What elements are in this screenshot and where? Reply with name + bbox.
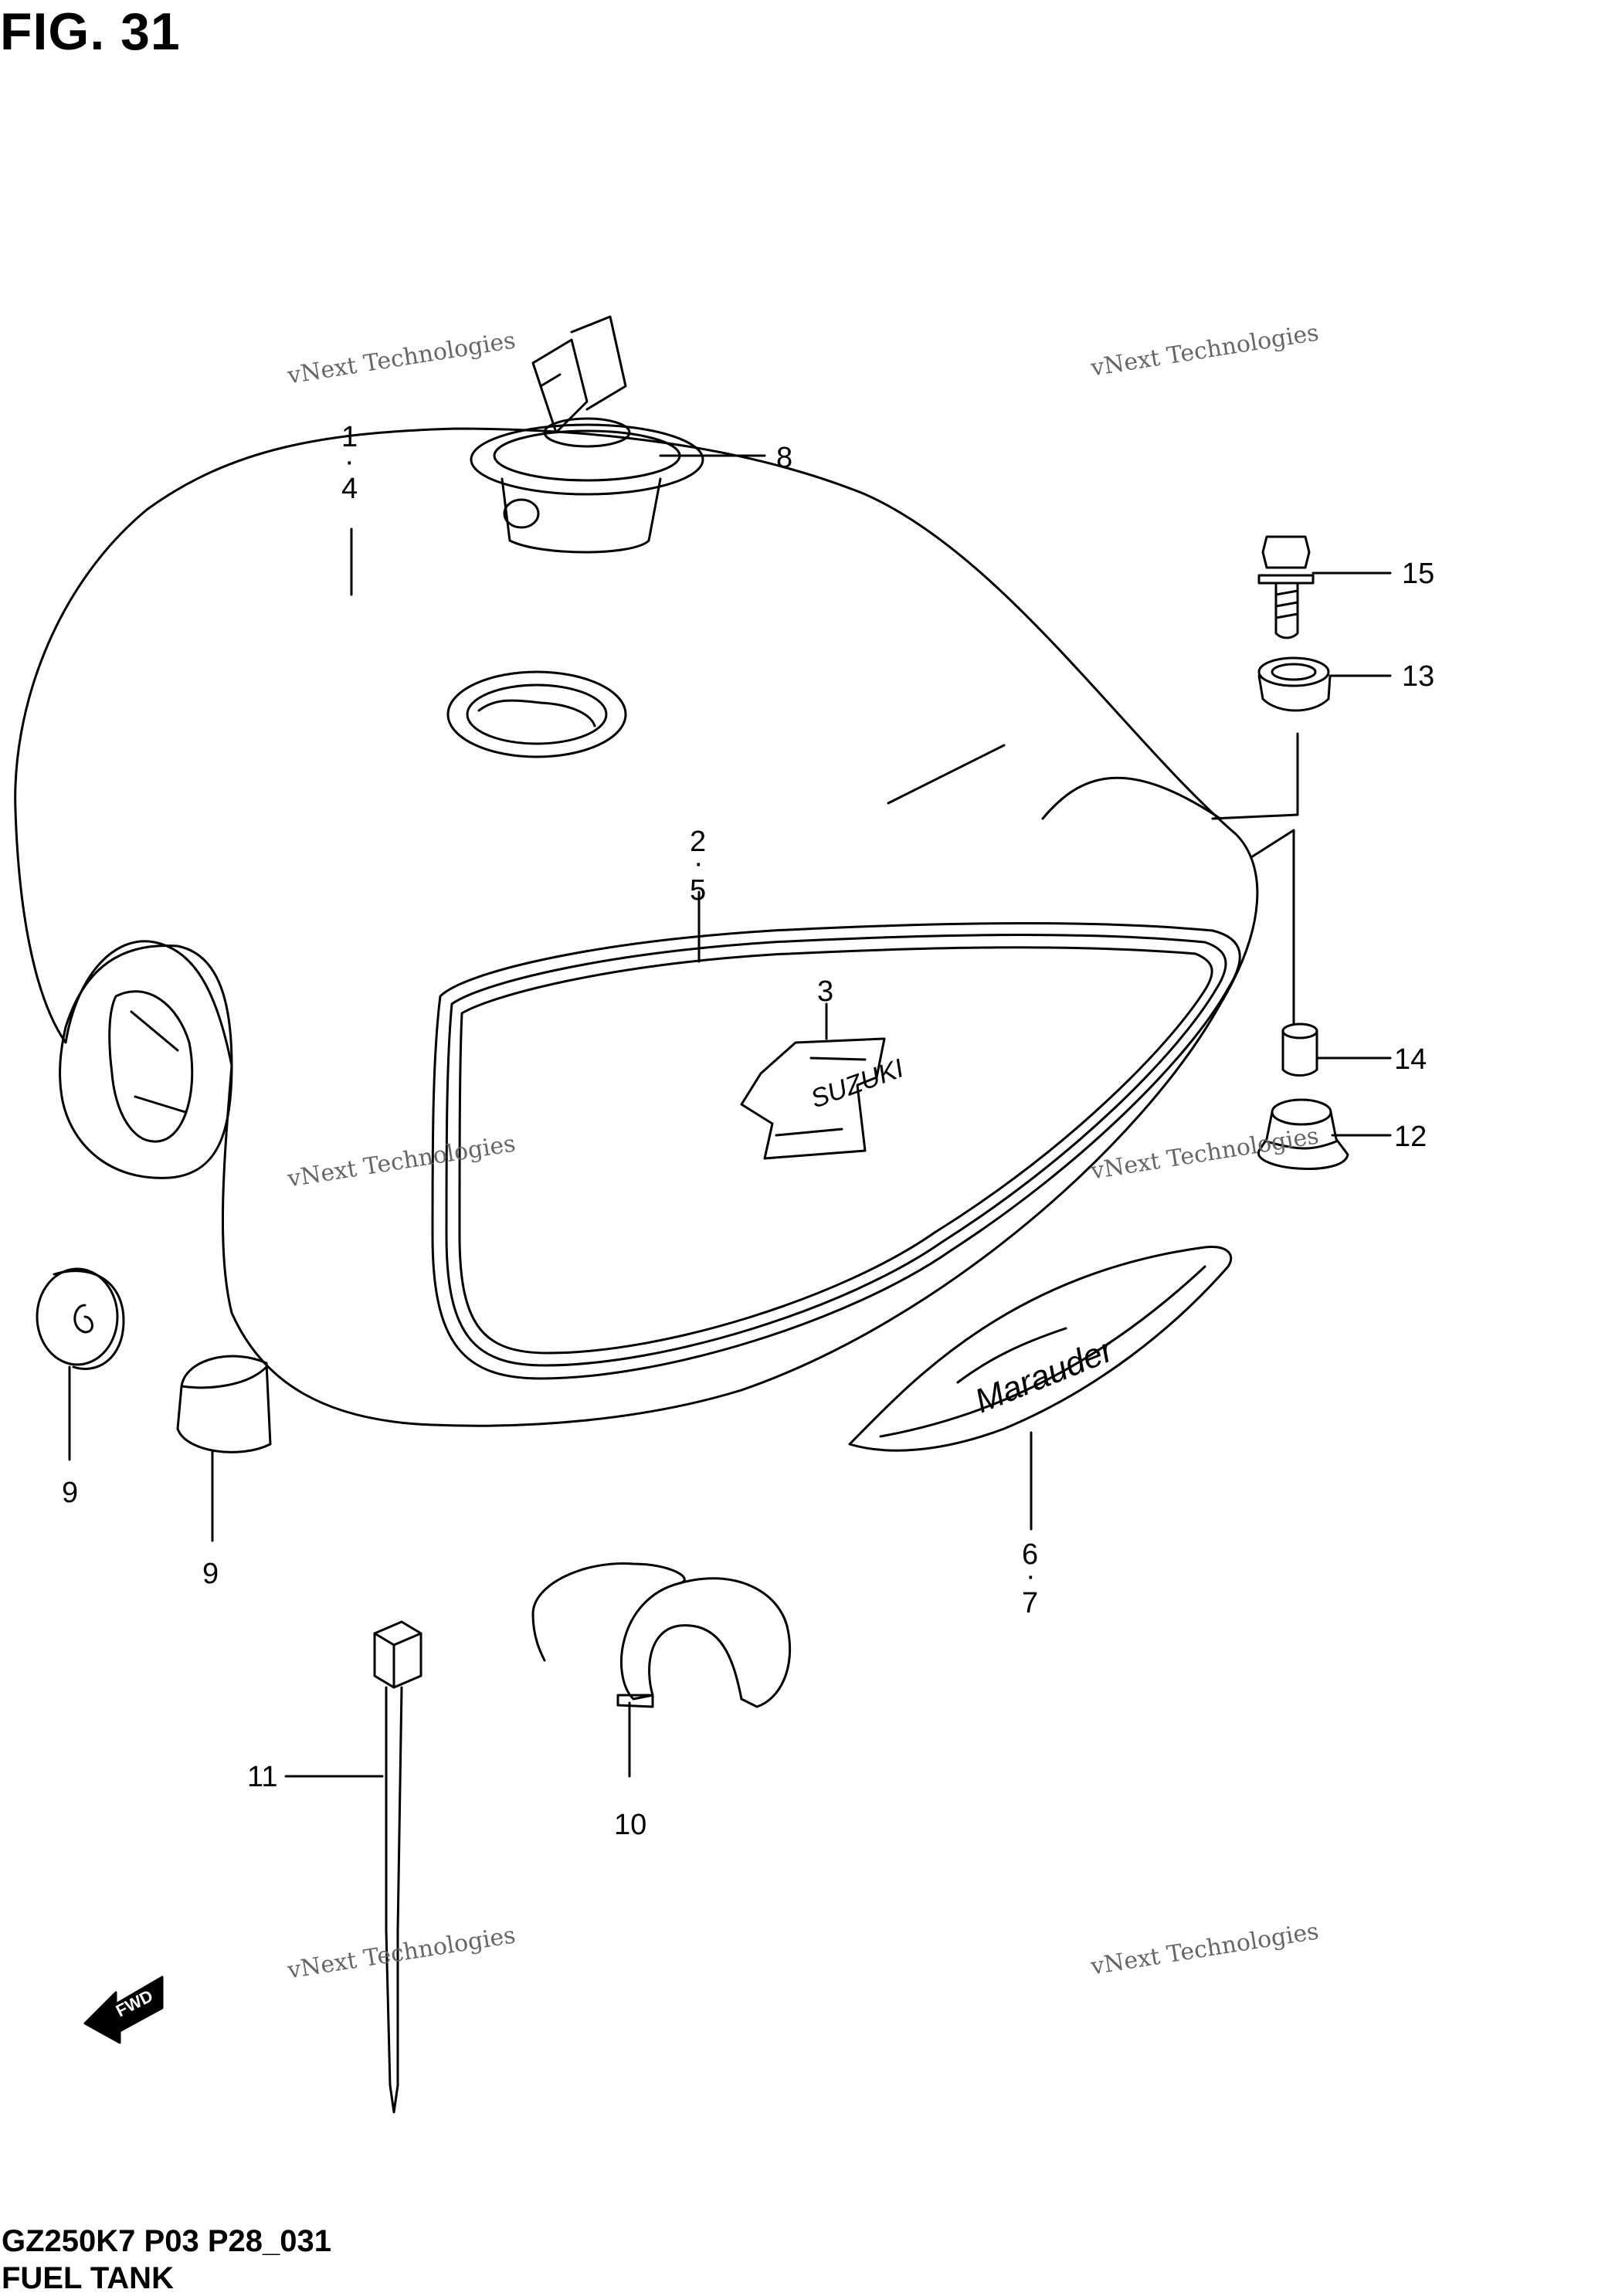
callout-5: 5 <box>690 874 706 907</box>
spacer-collar <box>1281 1023 1318 1077</box>
callout-11: 11 <box>247 1761 277 1793</box>
callout-6: 6 <box>1022 1538 1038 1571</box>
callout-8: 8 <box>776 442 792 474</box>
callout-12: 12 <box>1394 1121 1427 1153</box>
callout-7: 7 <box>1022 1587 1038 1619</box>
callout-15: 15 <box>1402 558 1434 590</box>
callout-labels: 1 · 4 8 15 13 2 · 5 3 14 12 9 9 6 · 7 11… <box>62 421 1434 1841</box>
diagram-subtitle: FUEL TANK <box>2 2261 174 2295</box>
fwd-arrow-icon: FWD <box>83 1976 164 2044</box>
callout-1: 1 <box>341 421 358 453</box>
callout-14: 14 <box>1394 1043 1427 1076</box>
callout-10: 10 <box>614 1809 646 1841</box>
diagram-code: GZ250K7 P03 P28_031 <box>2 2224 331 2258</box>
callout-4: 4 <box>341 473 358 505</box>
callout-6-dot: · <box>1026 1560 1036 1592</box>
suzuki-emblem: SUZUKI <box>740 1037 908 1160</box>
callout-2: 2 <box>690 826 706 858</box>
callout-3: 3 <box>817 975 833 1008</box>
emblem-script-text: Marauder <box>969 1330 1120 1420</box>
cable-tie <box>373 1620 422 2114</box>
bolt <box>1257 535 1315 639</box>
callout-2-dot: · <box>694 847 704 880</box>
fuel-tank <box>14 427 1259 1427</box>
cushion-left <box>36 1267 125 1370</box>
cushion-right <box>176 1355 272 1453</box>
grommet <box>1257 656 1332 712</box>
emblem-brand-text: SUZUKI <box>807 1053 908 1114</box>
leader-lines <box>68 454 1392 1778</box>
callout-9-right: 9 <box>202 1558 219 1590</box>
callout-13: 13 <box>1402 660 1434 693</box>
callout-1-dot: · <box>344 446 355 478</box>
cushion <box>1257 1098 1349 1170</box>
figure-title: FIG. 31 <box>0 2 181 61</box>
callout-9-left: 9 <box>62 1477 78 1509</box>
clamp <box>531 1562 792 1708</box>
